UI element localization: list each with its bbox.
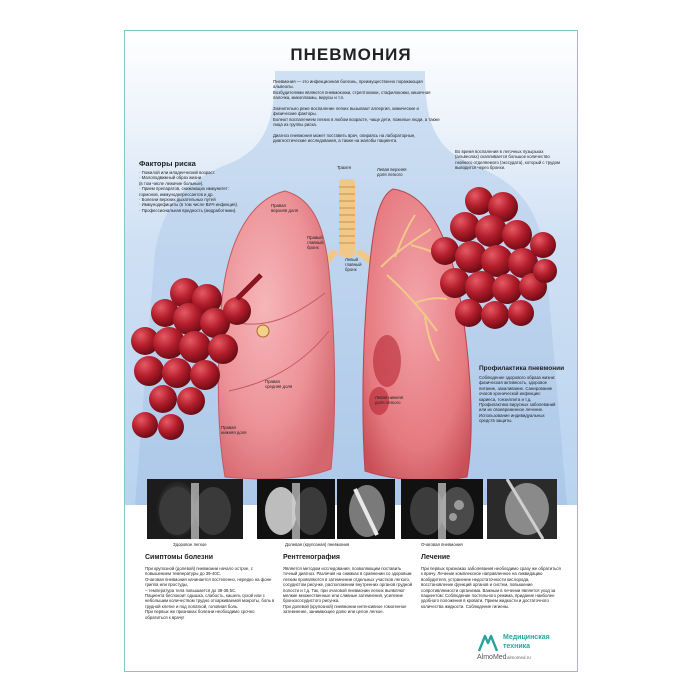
xray-healthy-image: [159, 483, 231, 539]
xray-lobar-2: [337, 479, 395, 539]
alveoli-note: Во время воспаления в легочных пузырьках…: [455, 149, 560, 171]
caption-healthy: Здоровое легкое: [173, 542, 207, 547]
label-upper-left: Левая верхняя доля легкого: [377, 167, 407, 177]
caption-lobar: Долевая (крупозная) пневмония: [285, 542, 350, 547]
xray-focal-2: [487, 479, 557, 539]
prevention-text: Соблюдение здорового образа жизни: физич…: [479, 375, 556, 424]
xray-focal-image: [410, 483, 474, 539]
symptoms-text: При крупозной (долевой) пневмонии начало…: [145, 566, 275, 620]
poster: ПНЕВМОНИЯ Пневмония — это инфекционная б…: [124, 30, 578, 672]
logo-mark-icon: [477, 634, 499, 652]
treatment-heading: Лечение: [421, 554, 451, 561]
poster-title: ПНЕВМОНИЯ: [290, 45, 412, 64]
xray-text: Является методом исследования, позволяющ…: [283, 566, 413, 615]
risk-text: · Пожилой или младенческий возраст. · Ма…: [139, 170, 239, 213]
alveoli-cluster-left: [131, 273, 263, 440]
label-trachea: Трахея: [337, 165, 351, 170]
prevention-heading: Профилактика пневмонии: [479, 365, 565, 372]
xray-lateral-image: [349, 485, 385, 537]
label-right-bronchus: Правый главный бронх: [307, 235, 324, 250]
xray-lobar-image: [265, 483, 327, 539]
trachea: [315, 179, 381, 271]
xray-heading: Рентгенография: [283, 554, 340, 561]
logo-line2: техника: [503, 643, 531, 650]
logo-url: almomed.ru: [507, 655, 531, 660]
label-middle-right: Правая средняя доля: [265, 379, 293, 389]
label-lower-right: Правая нижняя доля: [221, 425, 247, 435]
intro-text: Пневмония — это инфекционная болезнь, пр…: [273, 79, 440, 144]
label-left-bronchus: Левый главный бронх: [345, 257, 362, 272]
symptoms-heading: Симптомы болезни: [145, 554, 214, 561]
xray-lobar-1: [257, 479, 335, 539]
treatment-text: При первых признаках заболевания необход…: [421, 566, 561, 609]
anatomy-illustration: [131, 71, 567, 505]
xray-healthy: [147, 479, 243, 539]
hilum-node: [256, 324, 270, 338]
xray-closeup-image: [487, 479, 557, 539]
logo-brand: AlmoMed: [477, 654, 507, 661]
risk-heading: Факторы риска: [139, 159, 196, 168]
almomed-logo: Медицинская техника AlmoMed almomed.ru: [477, 633, 573, 667]
right-lung: [217, 190, 336, 480]
logo-line1: Медицинская: [503, 634, 550, 641]
xray-focal-1: [401, 479, 483, 539]
inflamed-area: [369, 335, 401, 415]
caption-focal: Очаговая пневмония: [421, 542, 463, 547]
label-upper-right: Правая верхняя доля: [271, 203, 298, 213]
alveoli-cluster-right: [431, 187, 557, 329]
label-lower-left: Левая нижняя доля легкого: [375, 395, 404, 405]
